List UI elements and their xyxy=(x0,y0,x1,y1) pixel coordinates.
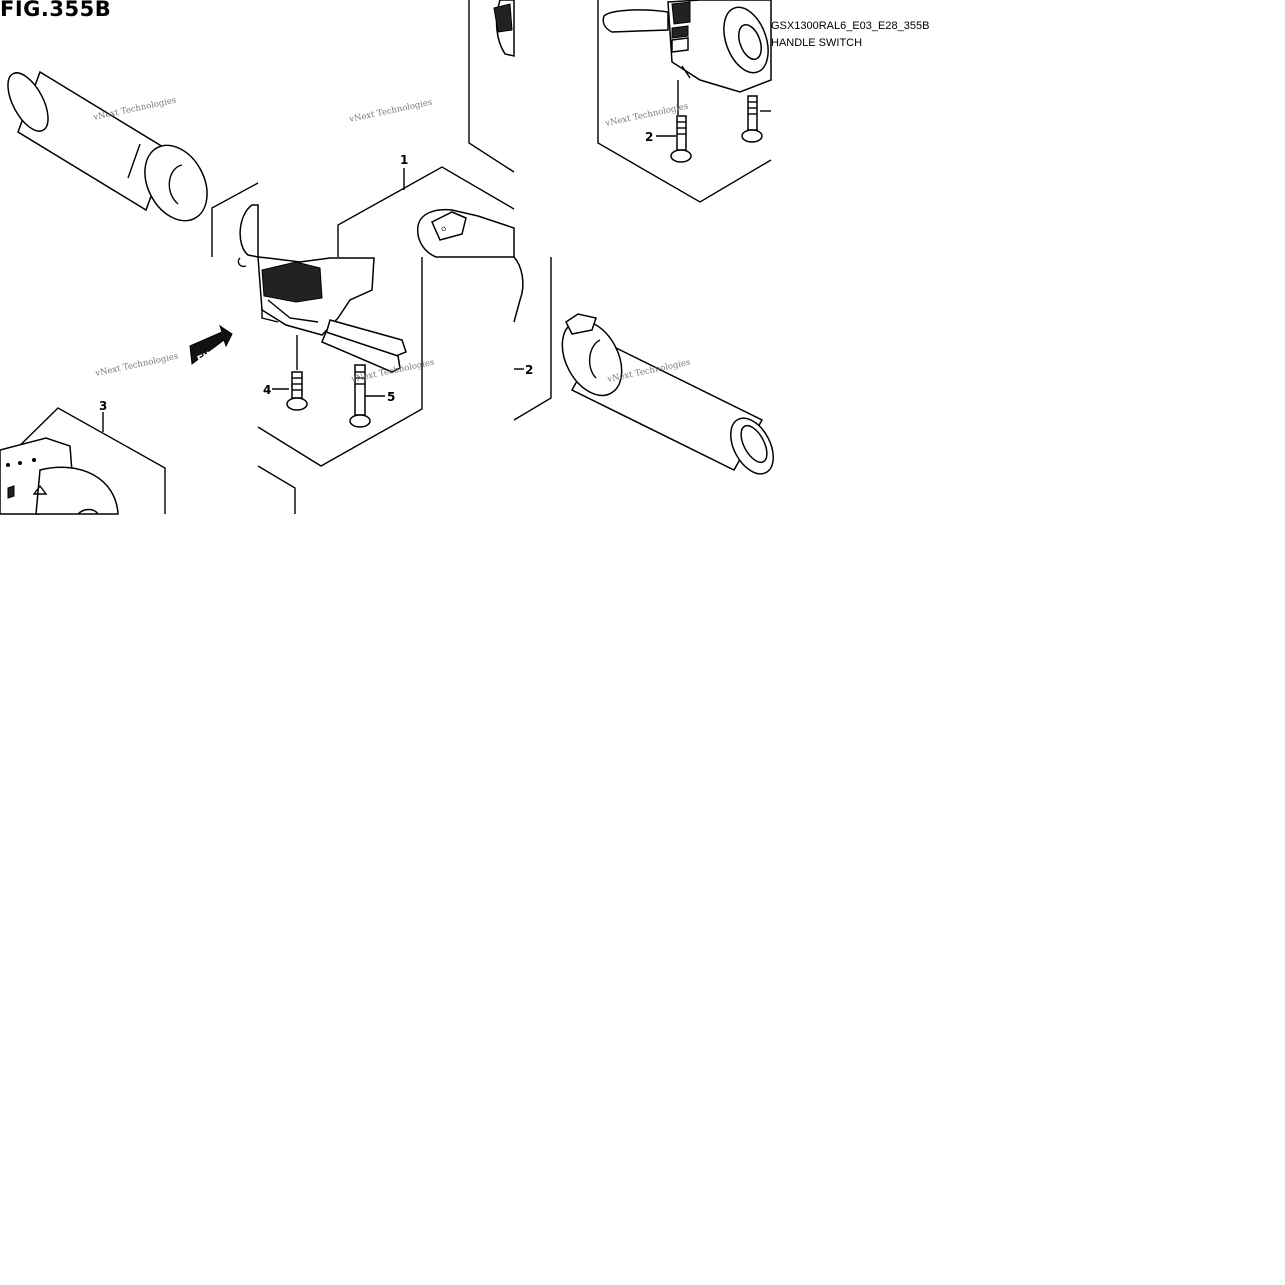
top-partial-switch xyxy=(493,0,515,57)
frame-lines xyxy=(0,0,772,514)
fwd-arrow-icon: FWD xyxy=(189,324,233,366)
watermark: vNext Technologies xyxy=(94,352,180,380)
watermark: vNext Technologies xyxy=(92,96,178,124)
top-right-handle-switch xyxy=(602,0,772,93)
screw-part-4 xyxy=(286,371,308,411)
callout-5: 5 xyxy=(387,390,395,404)
svg-text:O: O xyxy=(440,225,448,234)
right-grip xyxy=(561,313,774,475)
callout-4: 4 xyxy=(263,383,271,397)
callout-3: 3 xyxy=(99,399,107,413)
left-handle-switch xyxy=(237,204,407,373)
figure-title: FIG.355B xyxy=(0,0,112,21)
callout-2-top: 2 xyxy=(645,130,653,144)
lower-left-switch xyxy=(0,437,119,515)
screw-part-5 xyxy=(349,364,371,428)
right-switch-housing: O xyxy=(416,208,524,323)
left-grip xyxy=(7,70,208,222)
screw-part-2-left xyxy=(670,115,692,163)
callout-1: 1 xyxy=(400,153,408,167)
diagram-code: GSX1300RAL6_E03_E28_355B xyxy=(771,20,930,32)
watermark: vNext Technologies xyxy=(348,98,434,126)
diagram-name: HANDLE SWITCH xyxy=(771,37,863,49)
callout-2-right: 2 xyxy=(525,363,533,377)
screw-part-2-right xyxy=(741,95,763,143)
